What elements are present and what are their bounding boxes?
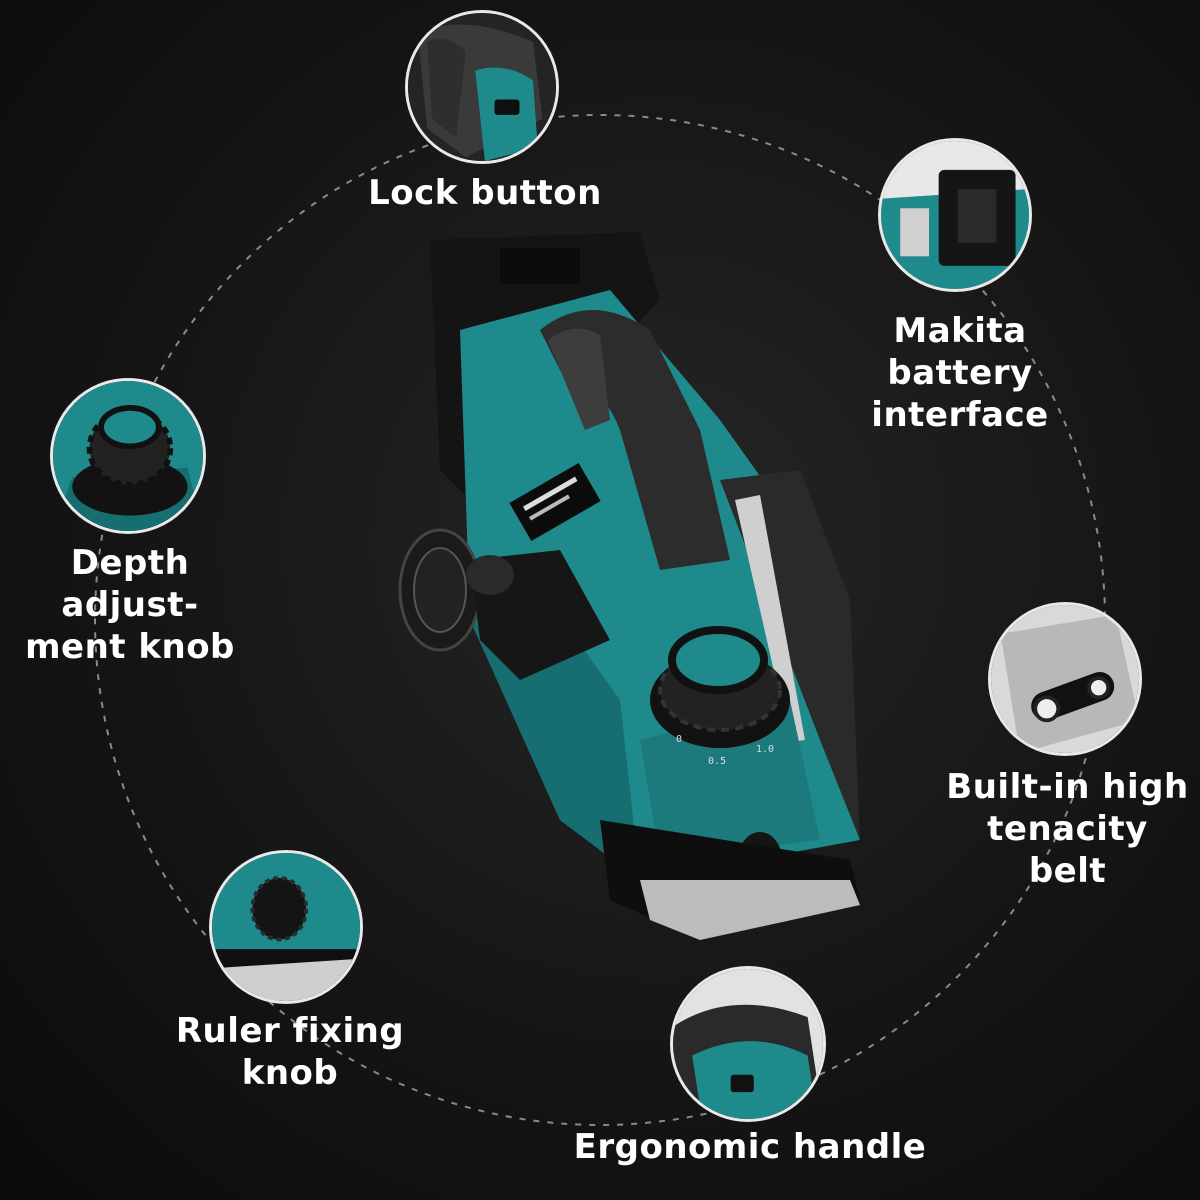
depth-knob-closeup-icon xyxy=(53,381,203,531)
belt-label-line-2: tenacity belt xyxy=(987,809,1148,891)
belt-thumbnail xyxy=(988,602,1142,756)
ruler-knob-label-line-1: Ruler fixing xyxy=(175,1011,405,1051)
lock-button-label: Lock button xyxy=(368,173,602,213)
dial-tick-0: 0 xyxy=(676,734,683,745)
depth-knob-label-line-2: ment knob xyxy=(25,627,235,667)
depth-knob-label: Depth adjust- ment knob xyxy=(5,542,255,668)
belt-closeup-icon xyxy=(991,605,1139,753)
battery-interface-label-line-2: interface xyxy=(871,395,1049,435)
ruler-knob-closeup-icon xyxy=(212,853,360,1001)
depth-knob-label-line-1: Depth adjust- xyxy=(61,543,199,625)
dial-tick-0-5: 0.5 xyxy=(708,756,727,767)
ruler-knob-label-line-2: knob xyxy=(241,1053,339,1093)
lock-button-closeup-icon xyxy=(408,13,556,161)
handle xyxy=(540,310,730,570)
lock-button-thumbnail xyxy=(405,10,559,164)
fan-housing xyxy=(398,528,610,680)
rating-label xyxy=(509,462,601,542)
handle-closeup-icon xyxy=(673,969,823,1119)
handle-label: Ergonomic handle xyxy=(573,1127,927,1167)
battery-interface-closeup-icon xyxy=(881,141,1029,289)
ruler-knob-label: Ruler fixing knob xyxy=(165,1010,415,1094)
ruler-knob-thumbnail xyxy=(209,850,363,1004)
dial-tick-1-0: 1.0 xyxy=(756,744,775,755)
battery-interface-thumbnail xyxy=(878,138,1032,292)
belt-label-line-1: Built-in high xyxy=(946,767,1189,807)
battery-interface-label: Makita battery interface xyxy=(820,310,1100,436)
battery-interface-label-line-1: Makita battery xyxy=(887,311,1033,393)
sole-plate xyxy=(640,880,860,940)
depth-knob-thumbnail xyxy=(50,378,206,534)
depth-adjustment-knob xyxy=(640,626,820,860)
belt-label: Built-in high tenacity belt xyxy=(945,766,1190,892)
handle-thumbnail xyxy=(670,966,826,1122)
